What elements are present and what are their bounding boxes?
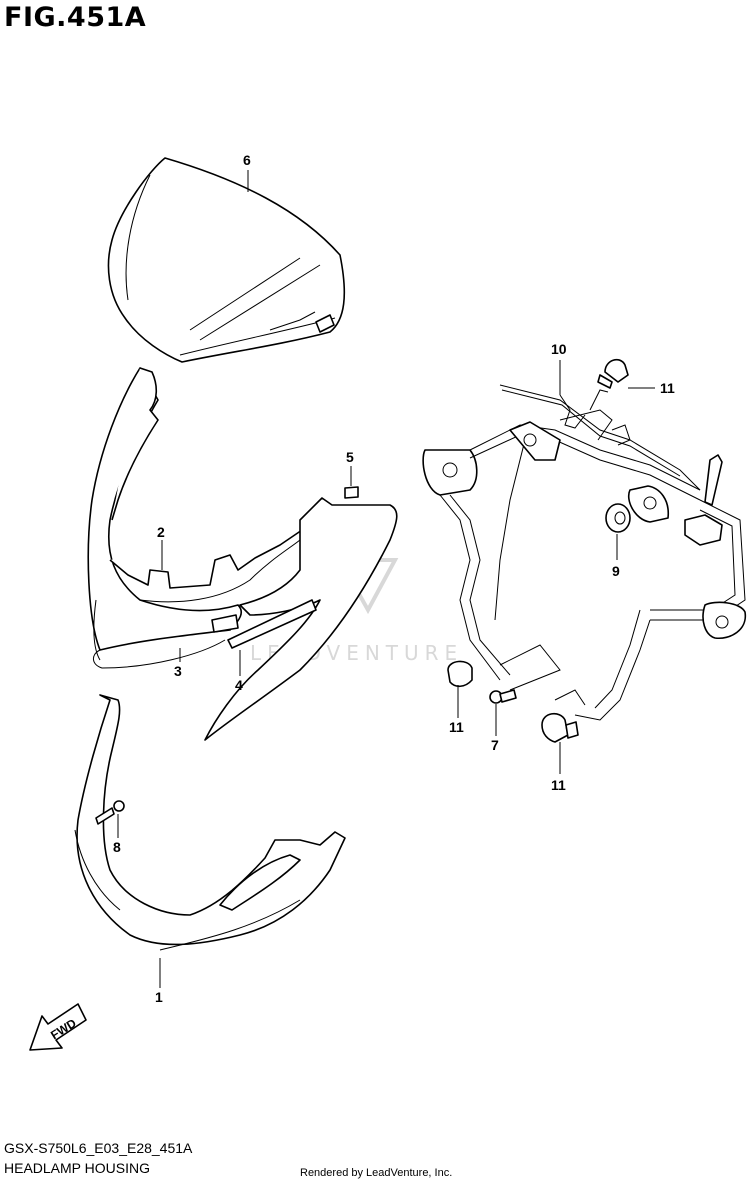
screw-part-8[interactable] bbox=[95, 800, 125, 825]
clip-part-10[interactable] bbox=[559, 394, 586, 429]
grommet-part-9[interactable] bbox=[605, 503, 631, 533]
callout-6: 6 bbox=[243, 152, 251, 168]
rendered-by-credit: Rendered by LeadVenture, Inc. bbox=[300, 1167, 453, 1179]
callout-11-bottom: 11 bbox=[551, 777, 566, 793]
callout-7: 7 bbox=[491, 737, 499, 753]
callouts: 6 2 3 4 5 1 8 9 10 11 11 7 11 bbox=[113, 152, 675, 1005]
callout-4: 4 bbox=[235, 677, 243, 693]
bolt-part-7[interactable] bbox=[489, 689, 517, 704]
diagram-code: GSX-S750L6_E03_E28_451A bbox=[4, 1140, 193, 1156]
rivet-part-11-bottom[interactable] bbox=[541, 712, 579, 743]
windscreen-part-6[interactable] bbox=[107, 157, 346, 363]
callout-8: 8 bbox=[113, 839, 121, 855]
rivet-part-11-top[interactable] bbox=[597, 358, 629, 389]
side-panel-part-4[interactable] bbox=[204, 486, 398, 741]
callout-11-top: 11 bbox=[660, 380, 675, 396]
callout-3: 3 bbox=[174, 663, 182, 679]
callout-5: 5 bbox=[346, 449, 354, 465]
diagram-subtitle: HEADLAMP HOUSING bbox=[4, 1160, 150, 1176]
callout-10: 10 bbox=[551, 341, 567, 357]
callout-1: 1 bbox=[155, 989, 163, 1005]
headlamp-bracket[interactable] bbox=[422, 384, 746, 721]
callout-2: 2 bbox=[157, 524, 165, 540]
callout-11-left: 11 bbox=[449, 719, 464, 735]
figure-title: FIG.451A bbox=[4, 2, 147, 33]
leader-lines bbox=[117, 170, 655, 988]
rivet-part-11-left[interactable] bbox=[447, 660, 473, 688]
callout-9: 9 bbox=[612, 563, 620, 579]
upper-cowl-part-2[interactable] bbox=[87, 367, 306, 669]
fwd-arrow: FWD bbox=[29, 1003, 87, 1051]
